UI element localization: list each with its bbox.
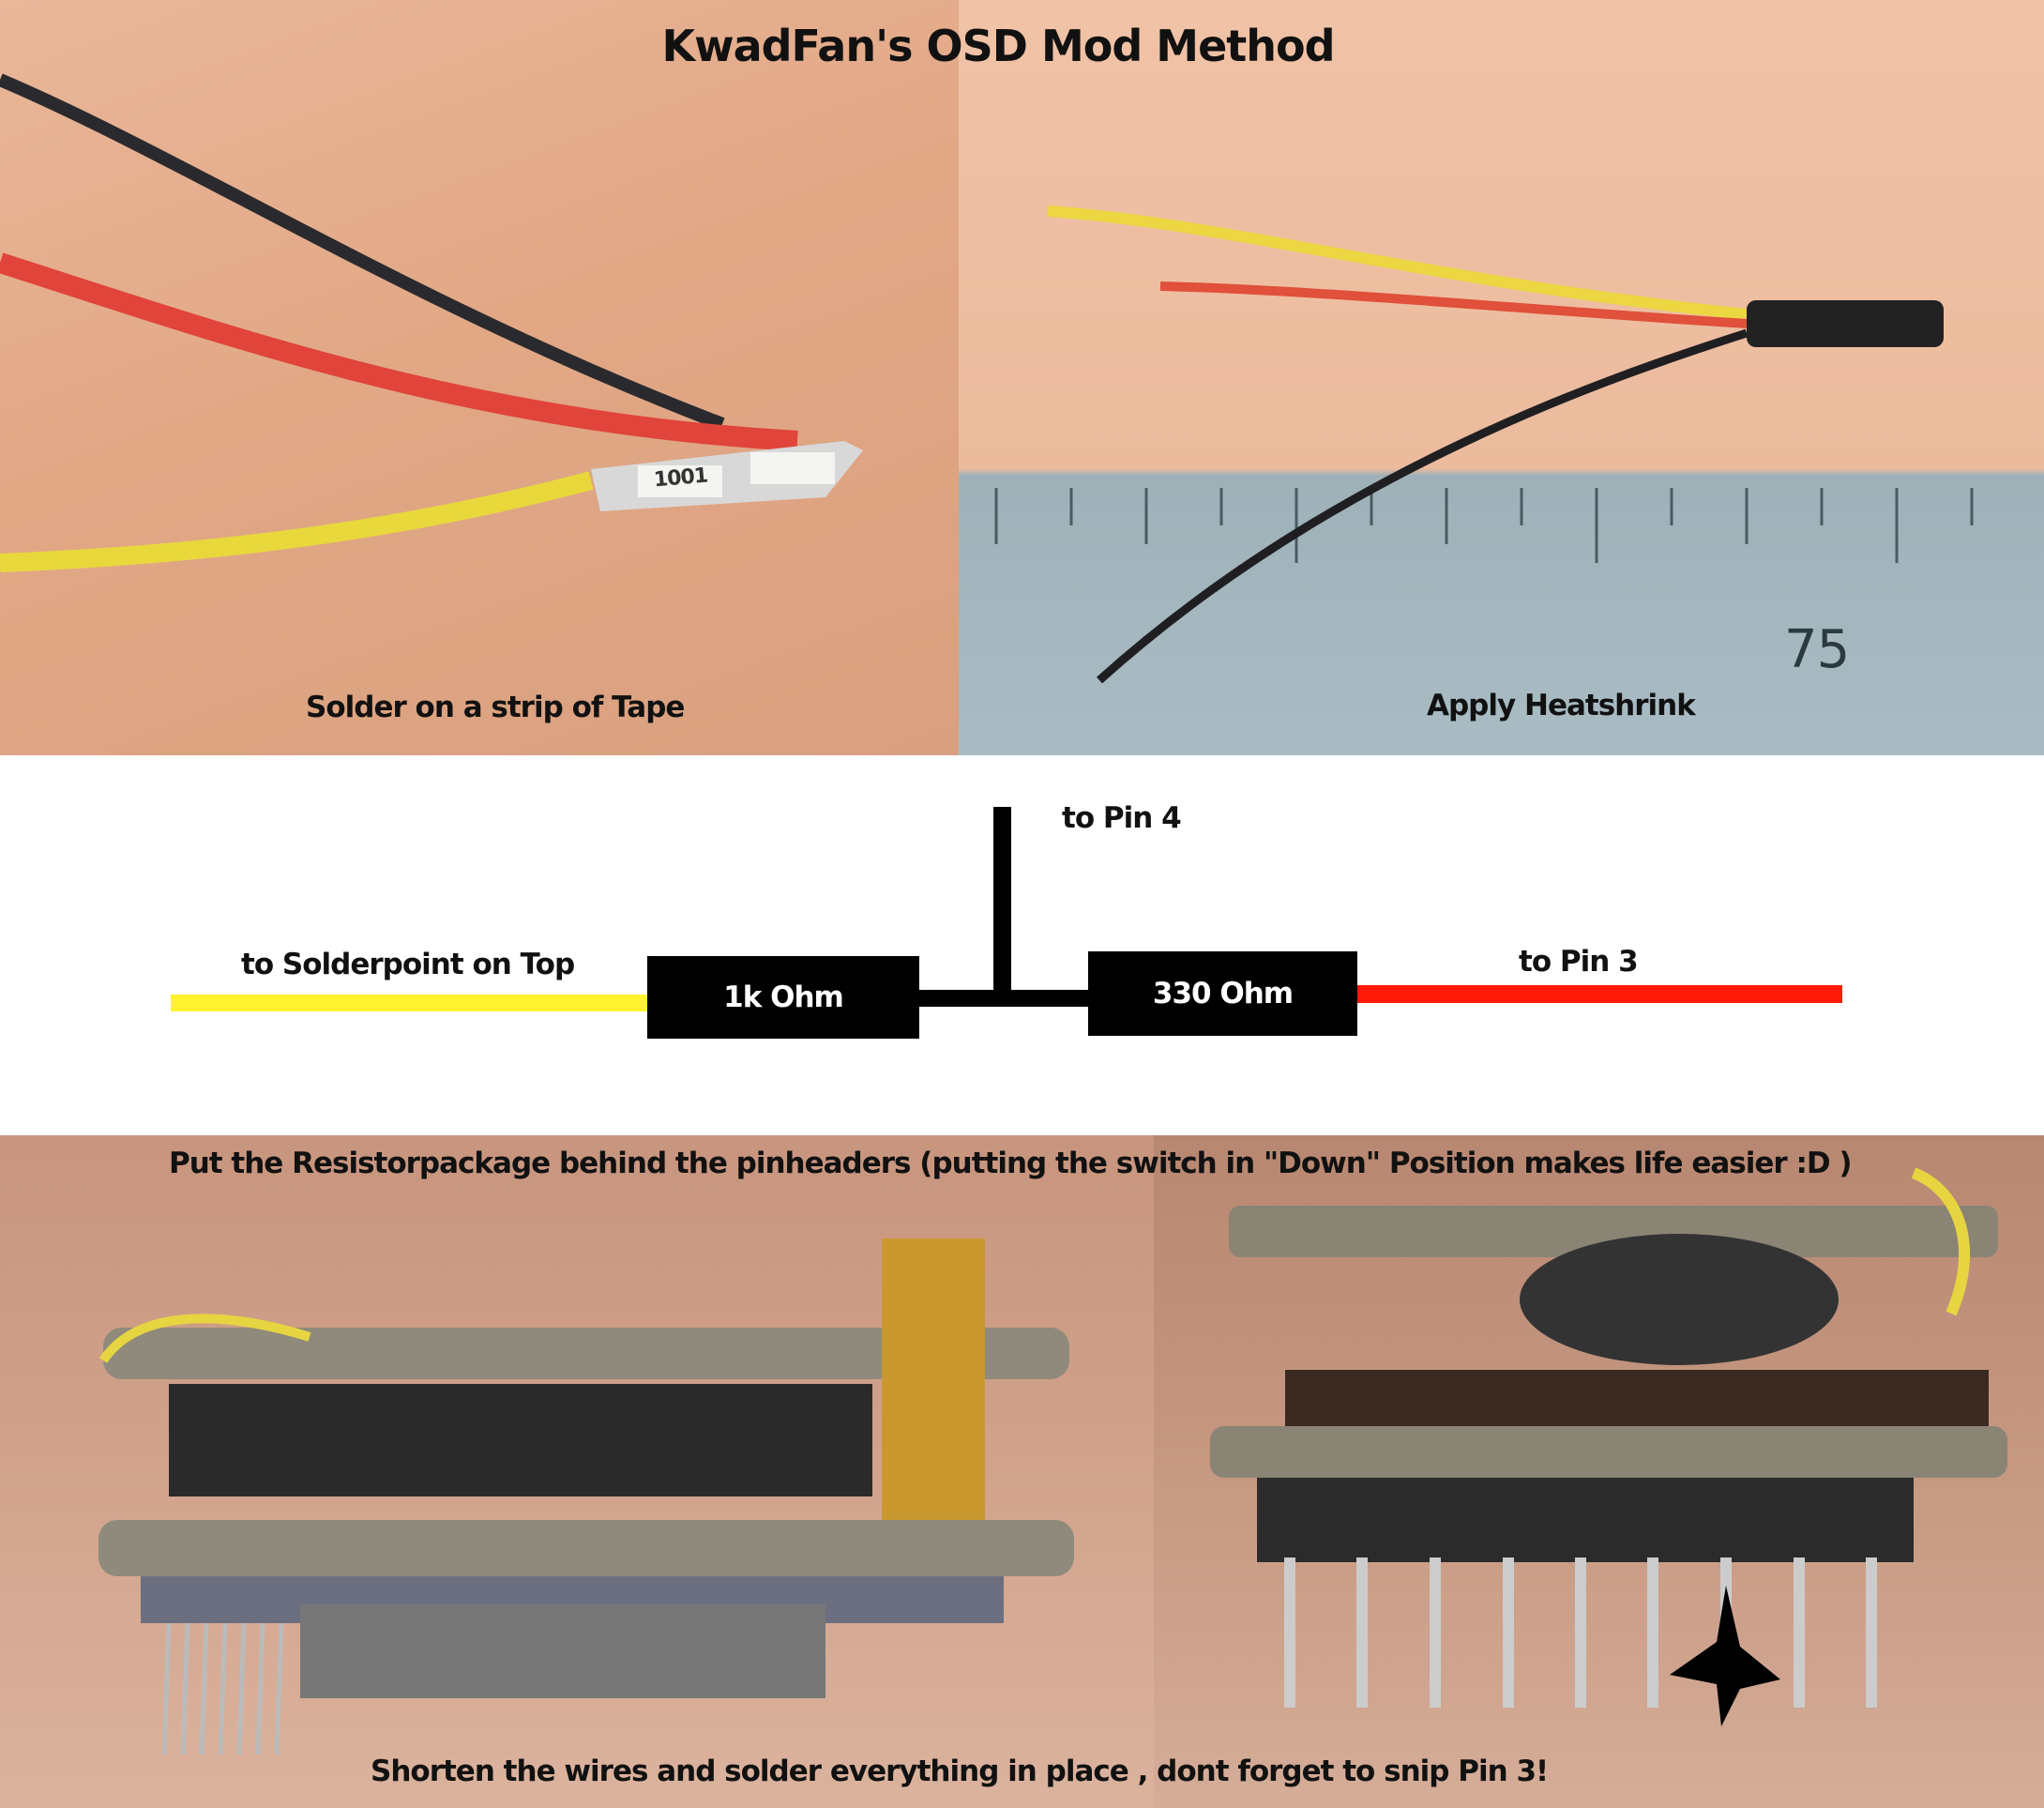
black-connector-wire [917, 990, 1090, 1007]
red-wire [1357, 985, 1842, 1003]
resistor-330: 330 Ohm [1088, 951, 1357, 1036]
wires-illustration [0, 73, 863, 572]
label-to-pin3: to Pin 3 [1519, 945, 1639, 979]
black-wire-to-pin4 [993, 807, 1011, 995]
caption-solder-on-tape: Solder on a strip of Tape [306, 691, 685, 724]
photo-board-pins [1154, 1135, 2044, 1808]
photo-board-side [0, 1135, 1154, 1808]
resistor-1k-label: 1k Ohm [723, 980, 844, 1014]
snip-pin-x-icon [1670, 1586, 1780, 1726]
ruler-number: 75 [1784, 619, 1850, 680]
caption-resistor-placement: Put the Resistorpackage behind the pinhe… [169, 1147, 1853, 1180]
resistor-1k: 1k Ohm [647, 956, 919, 1039]
resistor-marking: 1001 [653, 463, 709, 493]
label-to-solderpoint: to Solderpoint on Top [241, 948, 575, 981]
label-to-pin4: to Pin 4 [1062, 801, 1182, 835]
caption-shorten-wires: Shorten the wires and solder everything … [371, 1755, 1549, 1788]
page-title: KwadFan's OSD Mod Method [661, 21, 1335, 71]
photo-solder-on-tape: 1001 [0, 0, 959, 755]
photo-heatshrink: 75 [959, 0, 2044, 755]
board-pins-illustration [1210, 1167, 2007, 1708]
caption-apply-heatshrink: Apply Heatshrink [1427, 689, 1696, 722]
resistor-330-label: 330 Ohm [1152, 977, 1294, 1010]
heatshrink-illustration [994, 205, 1974, 684]
board-illustration [98, 1238, 1074, 1755]
yellow-wire [171, 995, 647, 1011]
